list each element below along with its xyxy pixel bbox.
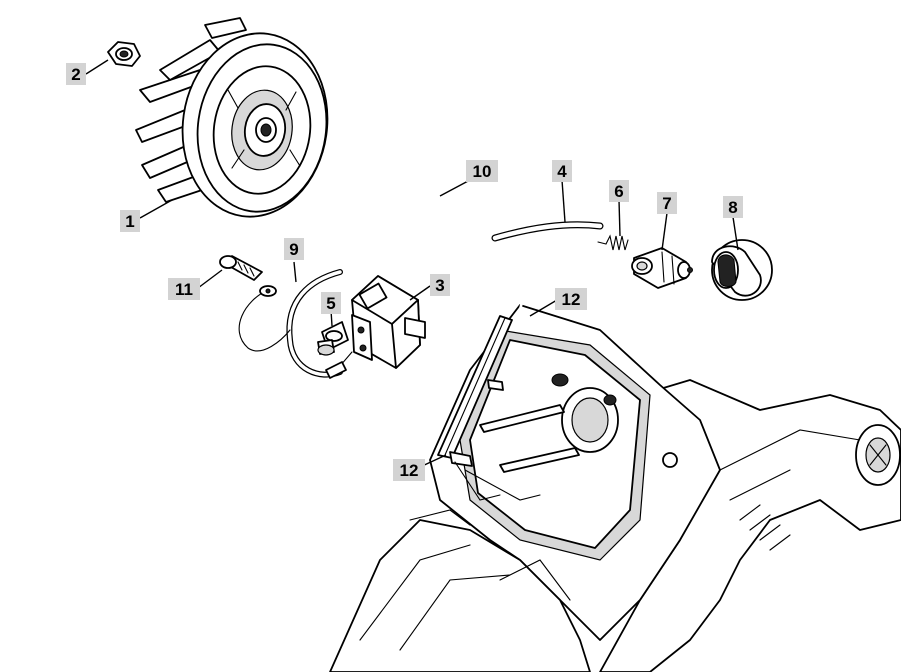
ignition-module [325, 275, 426, 379]
callout-7: 7 [657, 192, 677, 214]
short-circuit-wire [326, 184, 527, 312]
hex-nut [107, 41, 141, 67]
callout-label: 10 [473, 162, 492, 181]
callout-6: 6 [609, 180, 629, 202]
callout-3: 3 [430, 274, 450, 296]
callout-label: 4 [557, 162, 567, 181]
wire-tube [491, 221, 604, 242]
screw [219, 255, 277, 297]
callout-label: 8 [728, 198, 737, 217]
spark-plug-terminal [317, 321, 349, 356]
ground-wire [238, 269, 343, 378]
callout-label: 12 [400, 461, 419, 480]
callout-12-bottom: 12 [393, 459, 425, 481]
callout-label: 3 [435, 276, 444, 295]
callout-label: 5 [326, 294, 335, 313]
flywheel [135, 17, 329, 218]
callout-8: 8 [723, 196, 743, 218]
callout-label: 9 [289, 240, 298, 259]
callout-2: 2 [66, 63, 86, 85]
contact-spring [597, 234, 629, 251]
callout-label: 11 [175, 280, 193, 299]
callout-10: 10 [466, 160, 498, 182]
callout-label: 6 [614, 182, 623, 201]
callout-1: 1 [120, 210, 140, 232]
leader-lines [85, 59, 739, 468]
callout-label: 1 [125, 212, 134, 231]
wire-guide-strip [437, 315, 541, 501]
engine-housing [329, 304, 901, 672]
callout-label: 12 [562, 290, 581, 309]
switch-shaft [631, 247, 693, 289]
callout-11: 11 [168, 278, 200, 300]
callout-9: 9 [284, 238, 304, 260]
callout-4: 4 [552, 160, 572, 182]
callout-label: 2 [71, 65, 80, 84]
callout-5: 5 [321, 292, 341, 314]
switch-knob [711, 239, 773, 301]
callout-12-top: 12 [555, 288, 587, 310]
callout-label: 7 [662, 194, 671, 213]
